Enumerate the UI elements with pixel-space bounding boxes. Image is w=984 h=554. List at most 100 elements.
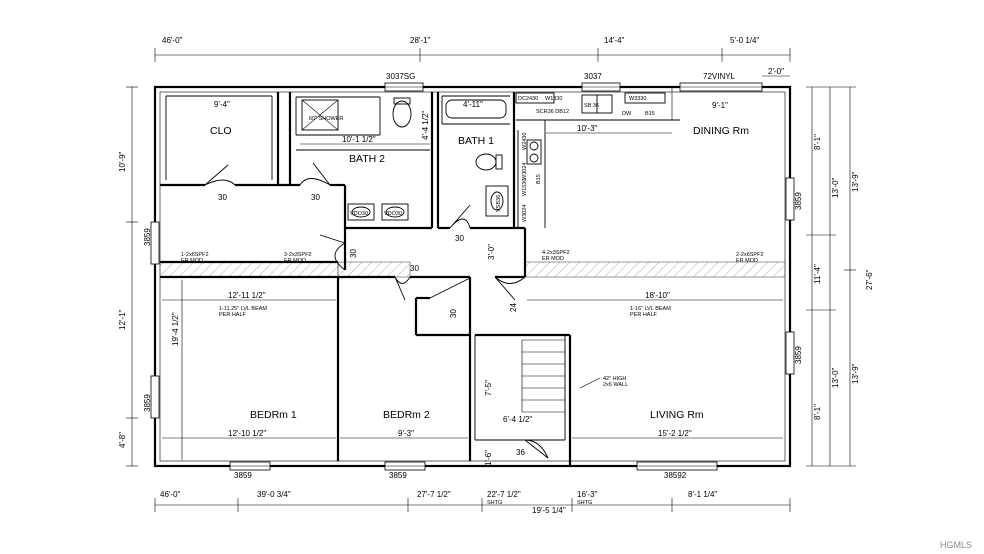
dim-bottom-19: 19'-5 1/4" <box>532 506 566 515</box>
room-bath1: BATH 1 <box>458 135 494 147</box>
dim-stair-h: 7'-5" <box>484 380 493 396</box>
label-w3024a: W3024 <box>522 163 528 180</box>
label-b15b: B15 <box>536 174 542 184</box>
interior-dimensions: 9'-4" 10'-1 1/2" 4'-4 1/2" 4'-11" 10'-3"… <box>162 100 783 466</box>
dim-bottom-shtg2: SHTG <box>577 500 592 506</box>
note-hdr-mid: 3-2x3SPF2 <box>284 252 312 258</box>
fixtures <box>301 97 509 221</box>
dim-right-13b: 13'-0" <box>831 367 840 388</box>
dim-bottom-22: 22'-7 1/2" <box>487 490 521 499</box>
window-label-bottom-3: 38592 <box>664 471 687 480</box>
dim-left-12: 12'-1" <box>118 309 127 330</box>
door-bath1: 30 <box>455 234 464 243</box>
dim-right-8b: 8'-1" <box>813 404 822 420</box>
door-labels: 30 30 30 30 30 30 24 36 <box>218 193 525 457</box>
dim-bed2: 9'-3" <box>398 429 414 438</box>
note-hdr-mid2: ER MOD <box>284 258 306 264</box>
note-beam-r: 1-16" LVL BEAM <box>630 306 671 312</box>
dim-hall-v: 3'-0" <box>487 244 496 260</box>
dim-top-2: 2'-0" <box>768 67 784 76</box>
left-dimensions: 10'-9" 12'-1" 4'-8" 3859 3859 <box>118 86 152 467</box>
dim-living: 18'-10" <box>645 291 670 300</box>
dim-right-13-9a: 13'-9" <box>851 171 860 192</box>
note-hdr-right2: ER MOD <box>736 258 758 264</box>
dim-right-13-9b: 13'-9" <box>851 363 860 384</box>
label-scr: SCR36 DB12 <box>536 109 569 115</box>
dim-bottom-shtg1: SHTG <box>487 500 502 506</box>
note-beam-l2: PER HALF <box>219 312 247 318</box>
door-24: 24 <box>509 303 518 312</box>
dim-right-8a: 8'-1" <box>813 134 822 150</box>
top-windows <box>384 82 763 92</box>
label-w2430: W2430 <box>522 133 528 150</box>
dim-bath2-side: 4'-4 1/2" <box>421 111 430 140</box>
note-hdr-left: 1-2x6SPF2 <box>181 252 209 258</box>
label-vdo1: VDO30 <box>350 211 368 217</box>
label-vdo2: VDO30 <box>384 211 402 217</box>
dim-top-28: 28'-1" <box>410 36 431 45</box>
note-wall: 42" HIGH <box>603 376 626 382</box>
dim-stair-b: 1'-6" <box>484 450 493 466</box>
dim-bottom-46: 46'-0" <box>160 490 181 499</box>
dim-bottom-27: 27'-7 1/2" <box>417 490 451 499</box>
window-label-left-2: 3859 <box>143 394 152 412</box>
bottom-dimensions: 46'-0" 39'-0 3/4" 27'-7 1/2" 22'-7 1/2" … <box>154 490 791 515</box>
window-label-bottom-1: 3859 <box>234 471 252 480</box>
bottom-windows <box>229 461 718 471</box>
window-label-right-2: 3859 <box>794 346 803 364</box>
side-windows <box>150 177 795 419</box>
label-w1530: W1530 <box>522 179 528 196</box>
dim-bottom-16: 16'-3" <box>577 490 598 499</box>
note-hdr-right: 2-2x6SPF2 <box>736 252 764 258</box>
door-entry: 36 <box>516 448 525 457</box>
door-hall: 30 <box>410 264 419 273</box>
door-bath2: 30 <box>311 193 320 202</box>
dim-bed1: 12'-10 1/2" <box>228 429 266 438</box>
room-bath2: BATH 2 <box>349 153 385 165</box>
door-closet: 30 <box>449 309 458 318</box>
dim-top-46: 46'-0" <box>162 36 183 45</box>
label-vsb: VSB36 <box>496 195 502 212</box>
window-label-right-1: 3859 <box>794 192 803 210</box>
structural-notes: 1-2x6SPF2 ER MOD 3-2x3SPF2 ER MOD 4-2x3S… <box>181 250 764 389</box>
window-label-left-1: 3859 <box>143 228 152 246</box>
dim-left-4: 4'-8" <box>118 432 127 448</box>
dim-bottom-39: 39'-0 3/4" <box>257 490 291 499</box>
label-w3330: W3330 <box>629 96 646 102</box>
window-label-72vinyl: 72VINYL <box>703 72 736 81</box>
note-hdr-r1: 4-2x3SPF2 <box>542 250 570 256</box>
label-dc: DC2430 <box>518 96 538 102</box>
note-hdr-left2: ER MOD <box>181 258 203 264</box>
room-dining: DINING Rm <box>693 125 749 137</box>
note-beam-l: 1-11.25" LVL BEAM <box>219 306 267 312</box>
label-dw: DW <box>622 111 632 117</box>
label-shower: 60" SHOWER <box>309 116 343 122</box>
dim-top-14: 14'-4" <box>604 36 625 45</box>
dim-bottom-8: 8'-1 1/4" <box>688 490 717 499</box>
fixture-labels: 60" SHOWER VDO30 VDO30 VSB36 DC2430 W183… <box>309 96 655 222</box>
dim-bed1-h: 19'-4 1/2" <box>171 312 180 346</box>
room-bedrm2: BEDRm 2 <box>383 409 430 421</box>
note-wall2: 2x6 WALL <box>603 382 628 388</box>
interior-walls <box>160 92 572 466</box>
dim-bath2: 10'-1 1/2" <box>342 135 376 144</box>
window-label-3037sg: 3037SG <box>386 72 415 81</box>
dim-right-13a: 13'-0" <box>831 177 840 198</box>
label-sb36: SB 36 <box>584 103 599 109</box>
kitchen-cabinets <box>515 88 680 228</box>
note-beam-r2: PER HALF <box>630 312 658 318</box>
dim-dining: 9'-1" <box>712 101 728 110</box>
top-dimensions: 46'-0" 28'-1" 14'-4" 5'-0 1/4" 2'-0" <box>154 36 791 77</box>
dim-stair: 6'-4 1/2" <box>503 415 532 424</box>
door-clo: 30 <box>218 193 227 202</box>
label-w1830: W1830 <box>545 96 562 102</box>
dim-top-5: 5'-0 1/4" <box>730 36 759 45</box>
note-hdr-r1b: ER MOD <box>542 256 564 262</box>
room-bedrm1: BEDRm 1 <box>250 409 297 421</box>
window-label-bottom-2: 3859 <box>389 471 407 480</box>
door-bed1: 30 <box>349 249 358 258</box>
dim-right-11: 11'-4" <box>813 264 822 284</box>
window-label-3037: 3037 <box>584 72 602 81</box>
room-clo: CLO <box>210 125 232 137</box>
